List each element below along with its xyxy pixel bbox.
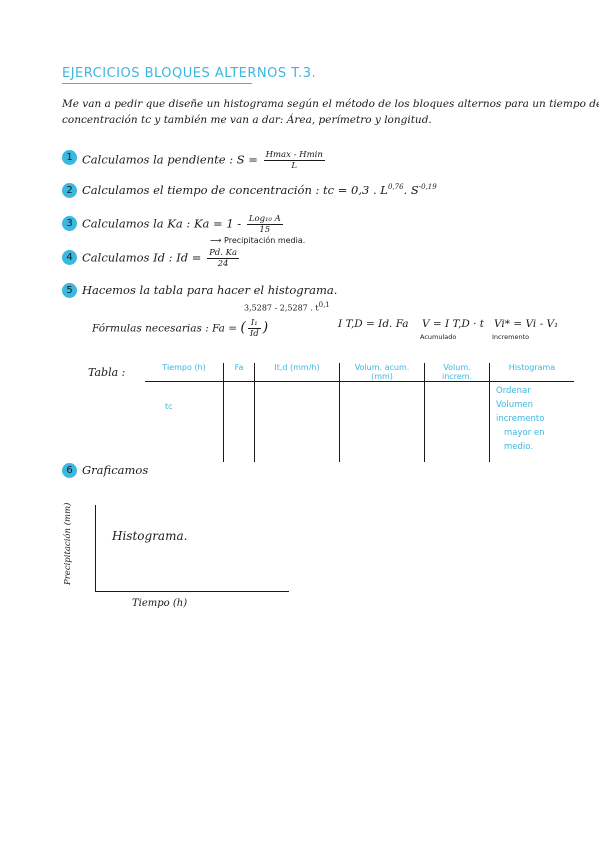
step-4-text: Calculamos Id : — [82, 250, 173, 265]
step-2-exp1: 0,76 — [387, 183, 404, 192]
step-5-badge: 5 — [62, 283, 77, 298]
step-1-text: Calculamos la pendiente : — [82, 152, 234, 167]
cell-fa — [223, 381, 255, 462]
table-row: tc Ordenar Volumen incremento mayor en m… — [145, 381, 574, 462]
vi-formula: Vi* = Vi - V₁ — [494, 318, 559, 330]
step-6-text: Graficamos — [82, 463, 149, 477]
step-2: Calculamos el tiempo de concentración : … — [82, 183, 437, 197]
step-3-lhs: Ka = 1 - — [193, 216, 242, 231]
cell-volum-increm — [424, 381, 490, 462]
fa-exp-text: 3,5287 - 2,5287 . t — [244, 303, 319, 313]
step-3-fraction: Log₁₀ A 15 — [246, 214, 283, 235]
step-2-badge: 2 — [62, 183, 77, 198]
step-1-badge: 1 — [62, 150, 77, 165]
table-header-row: Tiempo (h) Fa It,d (mm/h) Volum. acum. (… — [145, 363, 574, 382]
step-4-lhs: Id = — [176, 250, 202, 265]
fa-close-paren: ) — [262, 319, 269, 336]
col-itd: It,d (mm/h) — [254, 363, 340, 382]
document-title: EJERCICIOS BLOQUES ALTERNOS T.3. — [62, 66, 317, 81]
hist-note-1: Ordenar — [496, 386, 531, 396]
col-volum-acum: Volum. acum. (mm) — [339, 363, 425, 382]
y-axis — [95, 505, 96, 591]
step-2-formula: tc = 0,3 . L — [323, 183, 388, 197]
v-formula: V = I T,D · t — [422, 318, 484, 330]
hist-note-2: Volumen incremento — [496, 400, 545, 424]
step-1-lhs: S = — [236, 152, 258, 167]
step-4-annotation-text: Precipitación media. — [224, 236, 306, 245]
cell-histograma: Ordenar Volumen incremento mayor en medi… — [489, 381, 574, 462]
fa-lhs: Fa = — [212, 322, 238, 335]
fa-denominator: Id — [249, 329, 259, 339]
graph-ylabel: Precipitación (mm) — [63, 502, 73, 585]
x-axis — [95, 591, 289, 592]
step-1-denominator: L — [291, 161, 298, 171]
graph-inner-label: Histograma. — [112, 529, 188, 543]
arrow-icon: ⟶ — [210, 236, 222, 245]
step-4-numerator: Pd. Ka — [207, 248, 240, 259]
cell-volum-acum — [339, 381, 425, 462]
histogram-table: Tiempo (h) Fa It,d (mm/h) Volum. acum. (… — [145, 363, 574, 462]
step-3: Calculamos la Ka : Ka = 1 - Log₁₀ A 15 — [82, 214, 285, 235]
cell-tiempo: tc — [165, 402, 173, 411]
step-4-fraction: Pd. Ka 24 — [207, 248, 240, 269]
table-label: Tabla : — [88, 366, 126, 379]
step-4-annotation: ⟶ Precipitación media. — [210, 236, 305, 245]
itd-formula: I T,D = Id. Fa — [338, 318, 409, 330]
hist-note-3: mayor en medio. — [504, 428, 545, 452]
step-2-mid: . S — [403, 183, 419, 197]
col-volum-increm: Volum. increm. — [424, 363, 490, 382]
step-3-text: Calculamos la Ka : — [82, 216, 191, 231]
vi-annotation: Incremento — [492, 333, 530, 341]
step-2-exp2: -0,19 — [418, 183, 437, 192]
fa-open-paren: ( — [240, 319, 246, 336]
step-3-numerator: Log₁₀ A — [246, 214, 283, 225]
graph-xlabel: Tiempo (h) — [132, 598, 188, 609]
cell-itd — [254, 381, 340, 462]
step-4-badge: 4 — [62, 250, 77, 265]
fa-numerator: I₁ — [247, 318, 261, 329]
step-5-text: Hacemos la tabla para hacer el histogram… — [82, 283, 338, 297]
v-annotation: Acumulado — [420, 333, 457, 341]
fa-exponent: 3,5287 - 2,5287 . t0,1 — [244, 301, 330, 313]
col-histograma: Histograma — [489, 363, 574, 382]
step-2-text: Calculamos el tiempo de concentración : — [82, 183, 320, 197]
intro-line-2: concentración tc y también me van a dar:… — [62, 114, 432, 126]
step-1-numerator: Hmax - Hmin — [263, 150, 325, 161]
formulas-label: Fórmulas necesarias : — [92, 322, 209, 335]
step-3-denominator: 15 — [259, 225, 271, 235]
step-1: Calculamos la pendiente : S = Hmax - Hmi… — [82, 150, 327, 171]
step-4: Calculamos Id : Id = Pd. Ka 24 — [82, 248, 241, 269]
intro-line-1: Me van a pedir que diseñe un histograma … — [62, 98, 599, 110]
title-underline — [62, 83, 252, 84]
step-6-badge: 6 — [62, 463, 77, 478]
step-1-fraction: Hmax - Hmin L — [263, 150, 325, 171]
fa-exp-sup: 0,1 — [318, 301, 330, 309]
col-tiempo: Tiempo (h) — [145, 363, 224, 382]
col-fa: Fa — [223, 363, 255, 382]
step-3-badge: 3 — [62, 216, 77, 231]
step-4-denominator: 24 — [217, 259, 229, 269]
